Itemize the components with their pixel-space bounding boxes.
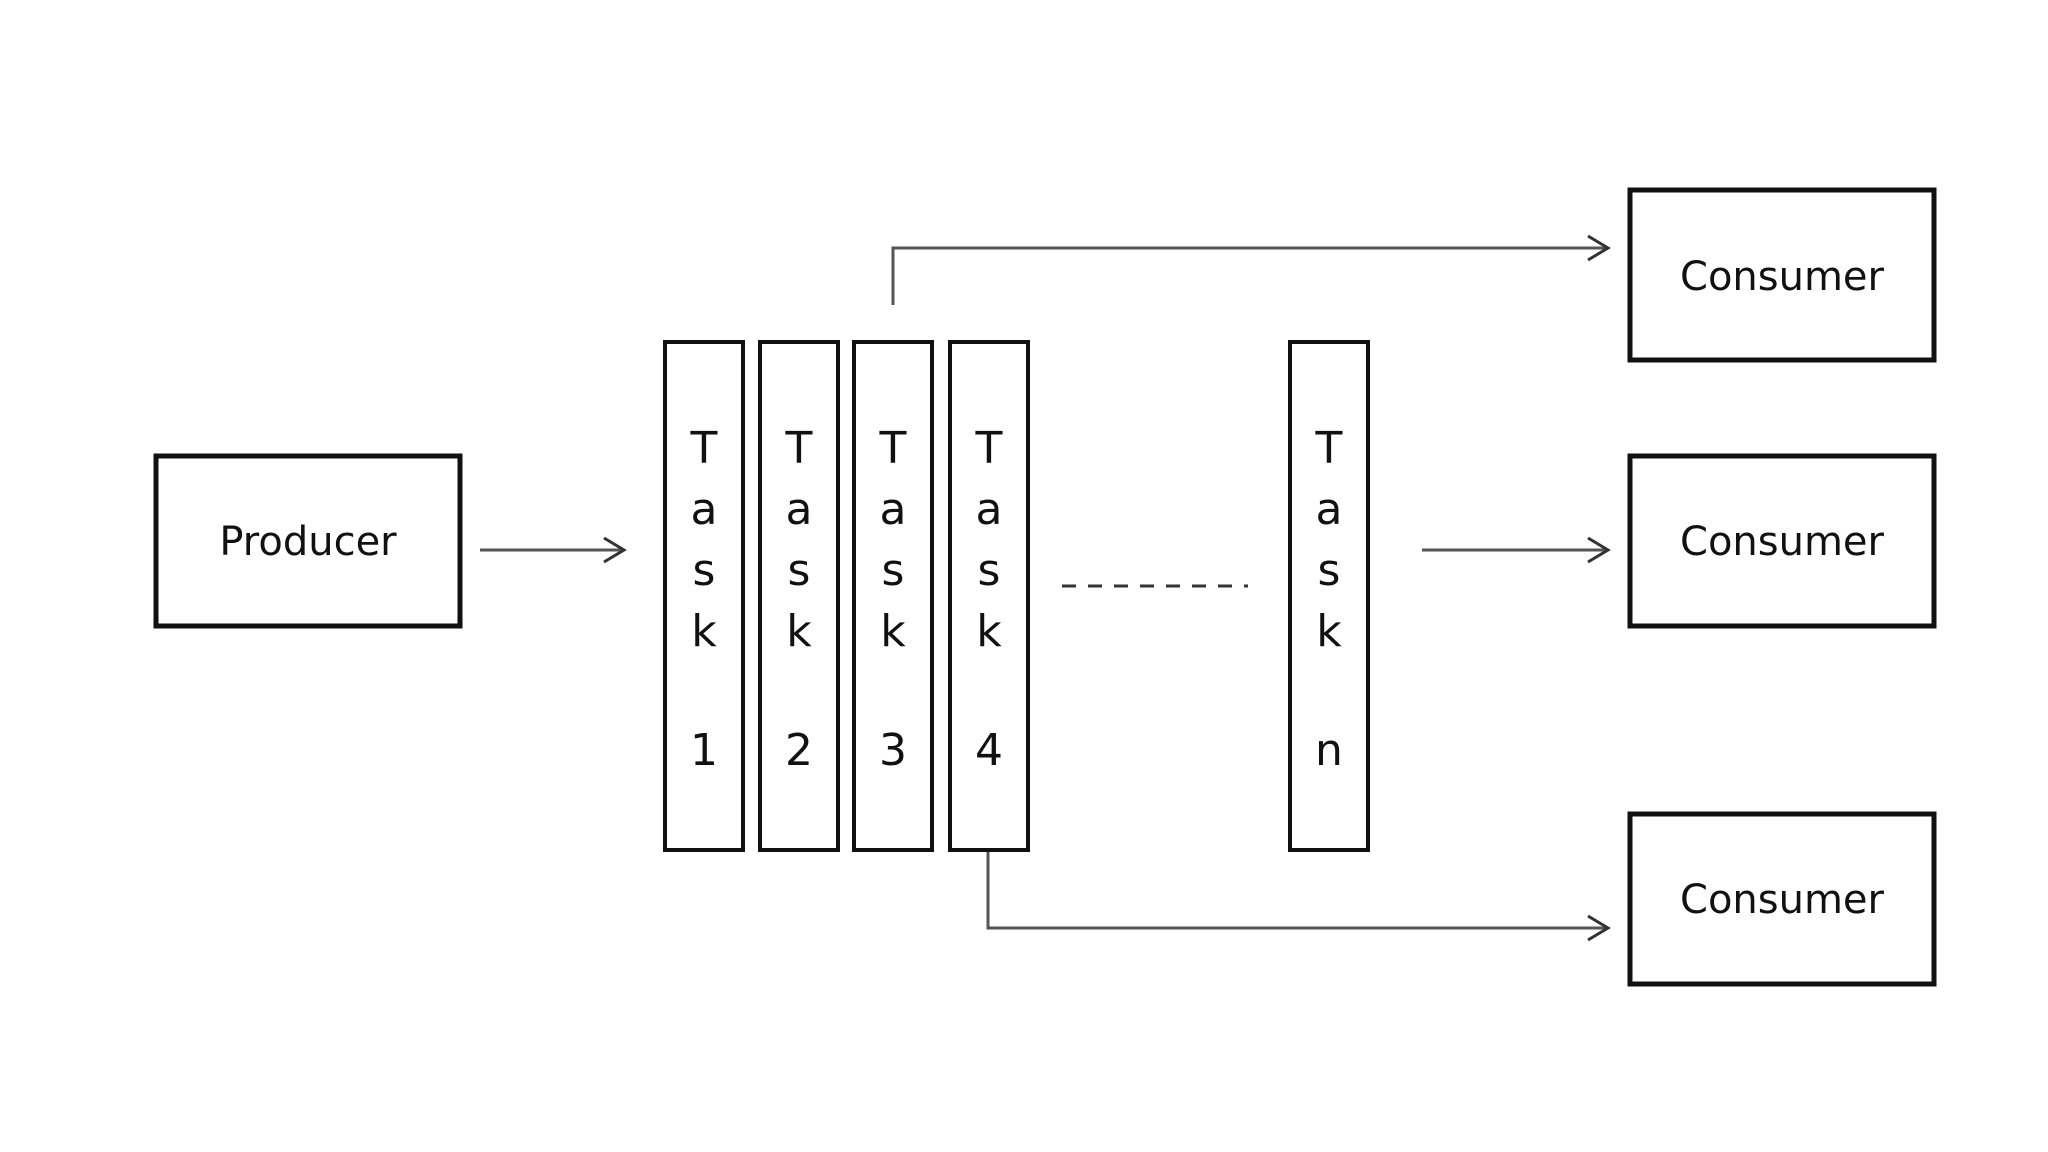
task-3-to-consumer-1-arrow bbox=[891, 234, 1611, 305]
consumer-1-label: Consumer bbox=[1680, 254, 1885, 300]
task-number: 3 bbox=[879, 725, 907, 776]
consumer-3-box bbox=[1627, 811, 1937, 987]
task-label-char: T bbox=[879, 423, 907, 474]
task-3-box bbox=[852, 340, 934, 852]
top-arrow-line bbox=[891, 246, 1608, 305]
task-1-box bbox=[663, 340, 745, 852]
top-arrow-head-icon bbox=[1587, 234, 1611, 262]
middle-arrow-head-icon bbox=[1587, 536, 1611, 564]
consumer-2-label: Consumer bbox=[1680, 519, 1885, 565]
task-label-char: a bbox=[976, 484, 1003, 535]
task-label-char: s bbox=[1318, 545, 1341, 596]
task-label-char: T bbox=[785, 423, 813, 474]
task-4-to-consumer-3-arrow bbox=[986, 852, 1611, 942]
task-label-char: a bbox=[1316, 484, 1343, 535]
task-2-box bbox=[758, 340, 840, 852]
task-label-char: T bbox=[690, 423, 718, 474]
consumer-2: Consumer bbox=[1627, 453, 1937, 629]
task-label-char: s bbox=[978, 545, 1001, 596]
consumer-1: Consumer bbox=[1627, 187, 1937, 363]
consumer-3: Consumer bbox=[1627, 811, 1937, 987]
task-label-char: k bbox=[1316, 606, 1342, 657]
producer-label: Producer bbox=[219, 519, 397, 565]
task-label-char: a bbox=[691, 484, 718, 535]
queue-to-consumer-2-arrow bbox=[1422, 536, 1611, 564]
consumer-3-label: Consumer bbox=[1680, 877, 1885, 923]
producer-arrow-head-icon bbox=[603, 536, 627, 564]
task-label-char: s bbox=[882, 545, 905, 596]
task-label-char: a bbox=[786, 484, 813, 535]
task-label-char: T bbox=[1315, 423, 1343, 474]
task-label-char: T bbox=[975, 423, 1003, 474]
task-4-box bbox=[948, 340, 1030, 852]
task-number: 4 bbox=[975, 725, 1003, 776]
consumer-2-box bbox=[1627, 453, 1937, 629]
task-number: n bbox=[1315, 725, 1343, 776]
bottom-arrow-head-icon bbox=[1587, 914, 1611, 942]
task-label-char: s bbox=[788, 545, 811, 596]
task-label-char: a bbox=[880, 484, 907, 535]
bottom-arrow-line bbox=[986, 852, 1608, 930]
task-n-box bbox=[1288, 340, 1370, 852]
producer-box bbox=[153, 453, 463, 629]
producer-node: Producer bbox=[153, 453, 463, 629]
task-label-char: k bbox=[691, 606, 717, 657]
task-label-char: k bbox=[976, 606, 1002, 657]
task-number: 1 bbox=[690, 725, 718, 776]
task-label-char: k bbox=[880, 606, 906, 657]
producer-to-queue-arrow bbox=[480, 536, 627, 564]
task-number: 2 bbox=[785, 725, 813, 776]
task-label-char: k bbox=[786, 606, 812, 657]
task-label-char: s bbox=[693, 545, 716, 596]
consumer-1-box bbox=[1627, 187, 1937, 363]
